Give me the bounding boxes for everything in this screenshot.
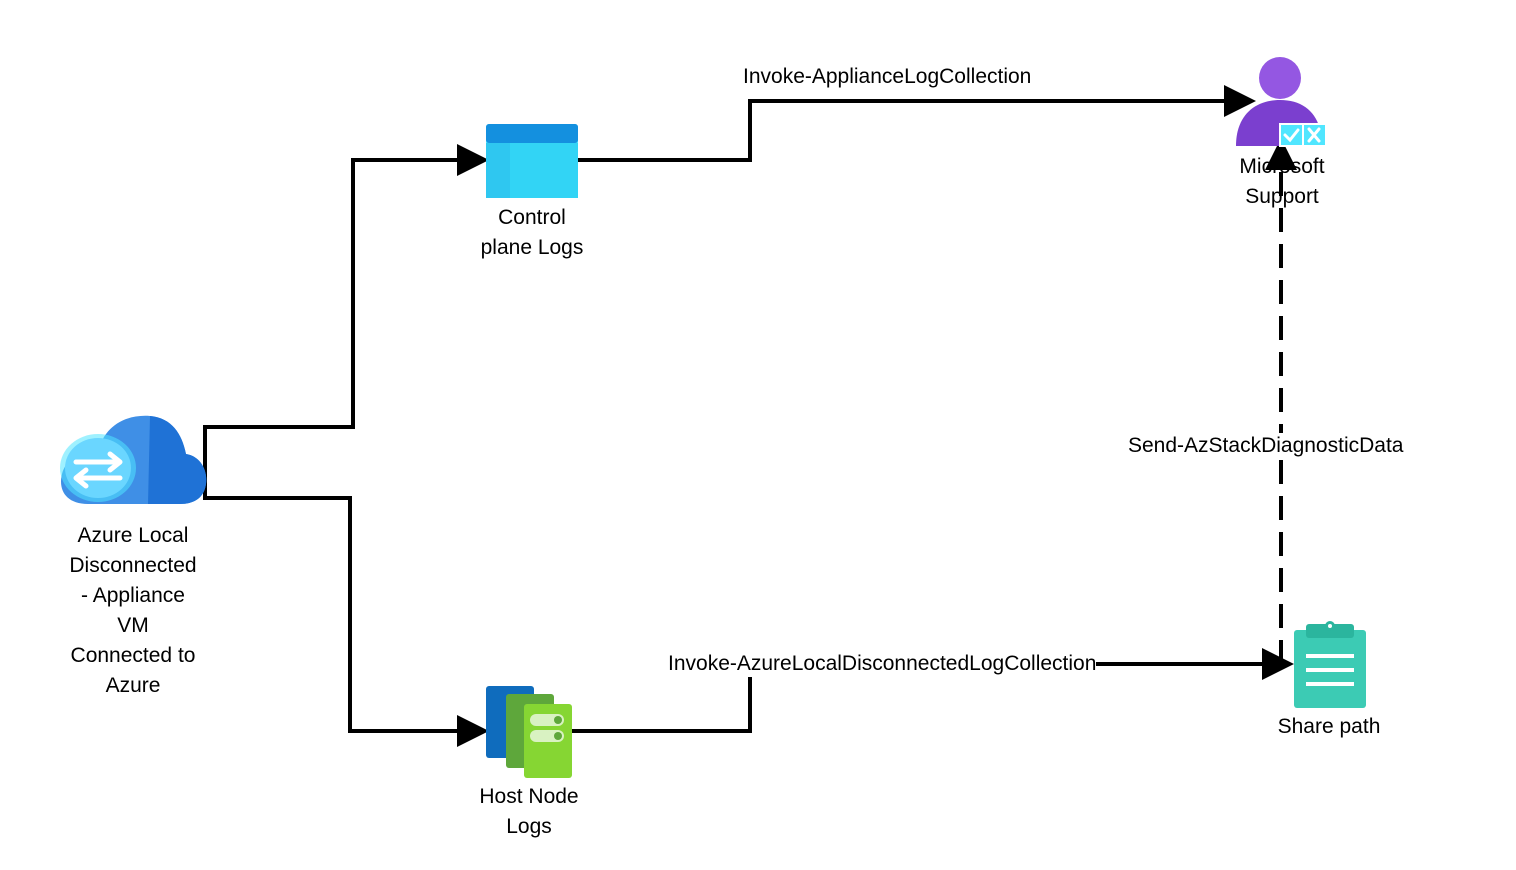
invoke-disconnected-log-label: Invoke-AzureLocalDisconnectedLogCollecti… bbox=[668, 651, 1097, 677]
appliance-label: Azure Local Disconnected - Appliance VM … bbox=[69, 524, 197, 697]
send-diagnostic-data-label: Send-AzStackDiagnosticData bbox=[1128, 433, 1404, 459]
edge-appliance-to-control-plane bbox=[205, 144, 489, 429]
clipboard-icon bbox=[1294, 621, 1366, 708]
edge-appliance-to-host-node bbox=[205, 496, 489, 747]
invoke-appliance-log-label: Invoke-ApplianceLogCollection bbox=[743, 64, 1032, 90]
host-node-label: Host Node Logs bbox=[479, 785, 579, 838]
window-icon bbox=[486, 124, 578, 198]
user-check-icon bbox=[1236, 57, 1327, 147]
cloud-sync-icon bbox=[60, 415, 207, 504]
support-label: Microsoft Support bbox=[1239, 155, 1325, 208]
servers-icon bbox=[486, 686, 572, 778]
edge-control-plane-to-support bbox=[577, 85, 1256, 162]
control-plane-label: Control plane Logs bbox=[480, 206, 584, 259]
share-path-label: Share path bbox=[1277, 715, 1381, 738]
